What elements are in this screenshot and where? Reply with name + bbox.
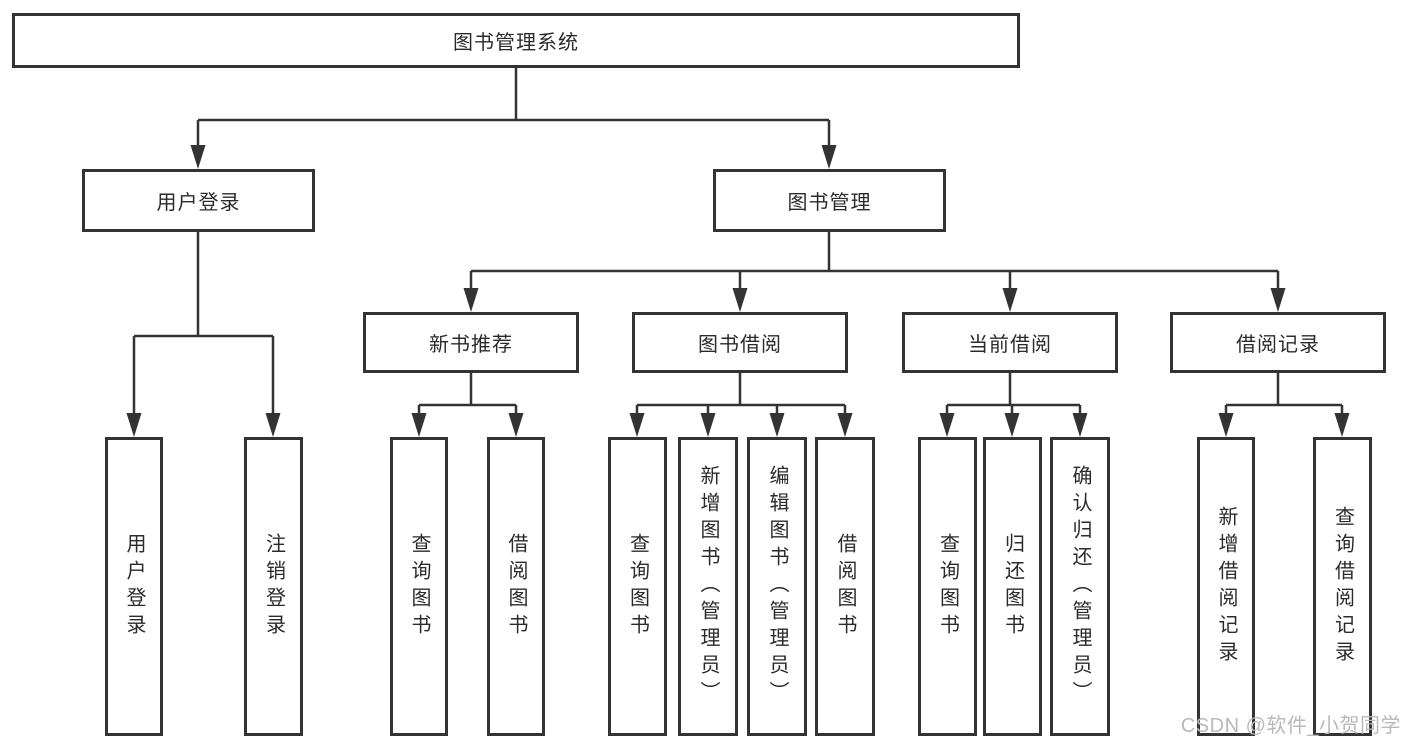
node-label: 新书推荐 xyxy=(429,334,513,356)
connector-book-management-to-level3 xyxy=(463,232,1286,312)
node-label: 新增借阅记录 xyxy=(1215,505,1237,668)
node-label: 图书管理系统 xyxy=(453,32,579,54)
leaf-borrow-books-recommend: 借阅图书 xyxy=(487,437,545,736)
leaf-query-books-recommend: 查询图书 xyxy=(390,437,448,736)
leaf-add-book-admin: 新增图书（管理员） xyxy=(678,437,738,736)
connector-borrow-records-group xyxy=(1218,373,1350,437)
connector-new-book-group xyxy=(411,373,524,437)
node-label: 查询图书 xyxy=(408,532,430,641)
node-user-login: 用户登录 xyxy=(82,169,315,232)
node-label: 查询图书 xyxy=(936,532,959,641)
connector-book-borrow-group xyxy=(629,373,853,437)
leaf-query-books-borrow: 查询图书 xyxy=(608,437,667,736)
leaf-query-books-current: 查询图书 xyxy=(918,437,977,736)
csdn-watermark: CSDN @软件_小贺同学 xyxy=(1180,715,1401,737)
leaf-logout: 注销登录 xyxy=(244,437,303,736)
node-label: 借阅记录 xyxy=(1236,334,1320,356)
leaf-add-borrow-record: 新增借阅记录 xyxy=(1197,437,1255,736)
connector-root-to-level2 xyxy=(190,68,837,169)
node-label: 用户登录 xyxy=(156,192,241,214)
leaf-user-login: 用户登录 xyxy=(105,437,163,736)
node-label: 新增图书（管理员） xyxy=(697,465,719,708)
node-label: 借阅图书 xyxy=(834,532,856,641)
node-label: 图书借阅 xyxy=(698,334,782,356)
node-label: 借阅图书 xyxy=(505,532,527,641)
connector-current-borrow-group xyxy=(939,373,1088,437)
node-library-management-system: 图书管理系统 xyxy=(12,13,1020,68)
connector-user-login-group xyxy=(126,232,281,437)
node-label: 归还图书 xyxy=(1001,532,1024,641)
node-label: 编辑图书（管理员） xyxy=(766,465,788,708)
node-borrow-records: 借阅记录 xyxy=(1170,312,1386,373)
node-book-management: 图书管理 xyxy=(713,169,946,232)
leaf-query-borrow-record: 查询借阅记录 xyxy=(1313,437,1372,736)
leaf-confirm-return-admin: 确认归还（管理员） xyxy=(1050,437,1110,736)
node-label: 注销登录 xyxy=(262,532,285,641)
node-label: 查询借阅记录 xyxy=(1331,505,1354,668)
node-label: 用户登录 xyxy=(123,532,145,641)
leaf-return-book: 归还图书 xyxy=(983,437,1042,736)
node-label: 图书管理 xyxy=(787,192,872,214)
leaf-borrow-books: 借阅图书 xyxy=(815,437,875,736)
node-label: 查询图书 xyxy=(626,532,649,641)
node-new-book-recommend: 新书推荐 xyxy=(363,312,579,373)
leaf-edit-book-admin: 编辑图书（管理员） xyxy=(747,437,807,736)
node-current-borrow: 当前借阅 xyxy=(902,312,1118,373)
node-label: 确认归还（管理员） xyxy=(1069,465,1091,708)
node-label: 当前借阅 xyxy=(968,334,1052,356)
node-book-borrow: 图书借阅 xyxy=(632,312,848,373)
